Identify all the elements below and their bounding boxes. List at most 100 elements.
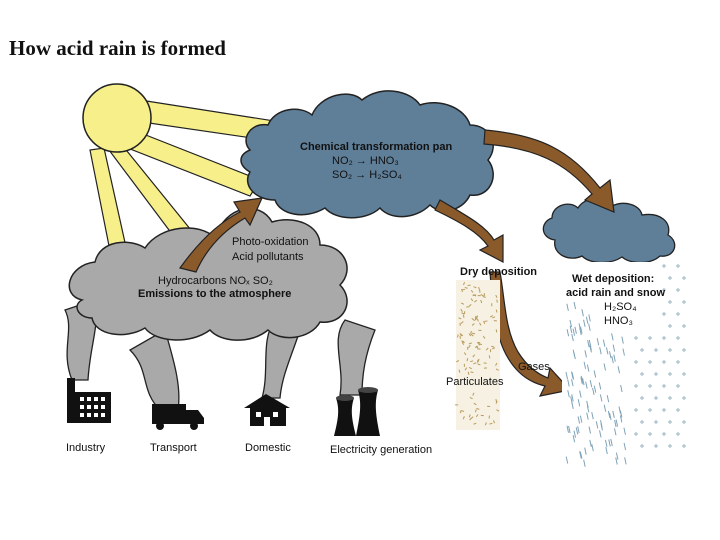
particulate-speck (456, 334, 459, 338)
snow-cross (668, 396, 672, 400)
snow-cross (662, 288, 666, 292)
particulate-speck (471, 317, 475, 321)
sun (82, 83, 152, 153)
arrow-to-wet-deposition (483, 129, 615, 213)
rain-streak (572, 349, 576, 357)
snow-cross (654, 444, 658, 448)
rain-streak (580, 326, 583, 334)
rain-streak (571, 379, 574, 387)
particulate-speck (470, 333, 474, 337)
particulate-speck (495, 294, 498, 298)
rain-streak (587, 339, 590, 348)
snow-cross (676, 288, 680, 292)
particulate-speck (470, 289, 474, 293)
particulate-speck (495, 400, 498, 404)
rain-streak (589, 439, 592, 448)
particulate-speck (469, 396, 473, 400)
chemical-equation-so2: SO₂ → H₂SO₄ (332, 169, 402, 181)
rain-streak (588, 323, 591, 331)
snow-cross (682, 348, 686, 352)
particulate-speck (491, 345, 495, 348)
snow-cross (648, 408, 652, 412)
particulate-speck (475, 414, 479, 418)
snow-cross (634, 336, 638, 340)
particulate-speck (473, 318, 477, 321)
rain-streak (583, 319, 586, 327)
acid-pollutants-label: Acid pollutants (232, 251, 304, 263)
rain-streak (582, 378, 585, 386)
rain-streak (621, 336, 624, 344)
snow-cross (654, 372, 658, 376)
rain-streak (583, 459, 586, 467)
particulate-speck (473, 402, 477, 406)
snow-cross (634, 384, 638, 388)
particulate-speck (485, 347, 489, 351)
rain-streak (577, 416, 581, 424)
particulate-speck (467, 371, 470, 375)
snow-cross (654, 348, 658, 352)
particulate-speck (484, 422, 487, 426)
emissions-label: Emissions to the atmosphere (138, 288, 291, 300)
particulate-speck (470, 360, 474, 363)
particulate-speck (474, 409, 477, 413)
rain-streak (618, 406, 621, 414)
rain-streak (586, 405, 590, 413)
particulate-speck (476, 318, 479, 322)
particulate-speck (482, 296, 486, 298)
particulate-speck (459, 410, 462, 414)
particulate-speck (477, 342, 481, 346)
snow-cross (676, 384, 680, 388)
wet-deposition-label: Wet deposition: (572, 273, 654, 285)
particulate-speck (461, 340, 465, 344)
snow-cross (640, 444, 644, 448)
rain-streak (589, 380, 593, 388)
particulate-speck (460, 410, 465, 412)
particulate-speck (470, 416, 474, 420)
truck-icon (152, 404, 204, 430)
rain-streak (593, 385, 597, 393)
rain-streak (607, 410, 611, 419)
rain-streak (598, 382, 602, 390)
particulate-speck (495, 309, 498, 313)
snow-cross (662, 312, 666, 316)
rain-streak (580, 377, 583, 385)
rain-streak (614, 419, 617, 428)
cooling-tower-icon (334, 387, 380, 436)
snow-cross (668, 276, 672, 280)
rain-streak (588, 426, 591, 434)
wet-deposition-column (562, 262, 690, 462)
rain-streak (573, 301, 577, 310)
particulate-speck (468, 304, 472, 307)
dry-deposition-column (456, 280, 500, 430)
particulate-speck (495, 362, 498, 366)
snow-cross (676, 360, 680, 364)
snow-cross (668, 420, 672, 424)
rain-streak (585, 316, 589, 324)
rain-streak (580, 375, 584, 383)
rain-streak (565, 456, 569, 464)
rain-streak (571, 371, 574, 379)
rain-streak (567, 390, 570, 398)
rain-streak (591, 444, 594, 452)
snow-cross (640, 372, 644, 376)
wet-h2so4-label: H₂SO₄ (604, 301, 637, 313)
rain-streak (584, 447, 587, 455)
particulate-speck (473, 362, 477, 365)
snow-cross (668, 348, 672, 352)
rain-streak (573, 430, 577, 438)
particulate-speck (468, 344, 471, 348)
particulate-speck (461, 312, 465, 315)
rain-streak (611, 356, 614, 364)
particulate-speck (466, 358, 469, 362)
snow-cross (662, 336, 666, 340)
rain-streak (596, 338, 600, 346)
rain-streak (572, 328, 576, 336)
rain-streak (610, 438, 613, 447)
rain-streak (575, 427, 579, 435)
source-label-transport: Transport (150, 442, 197, 454)
snow-cross (662, 408, 666, 412)
rain-streak (602, 339, 606, 347)
rain-streak (588, 314, 591, 322)
particulate-speck (470, 330, 472, 335)
rain-streak (599, 430, 602, 438)
